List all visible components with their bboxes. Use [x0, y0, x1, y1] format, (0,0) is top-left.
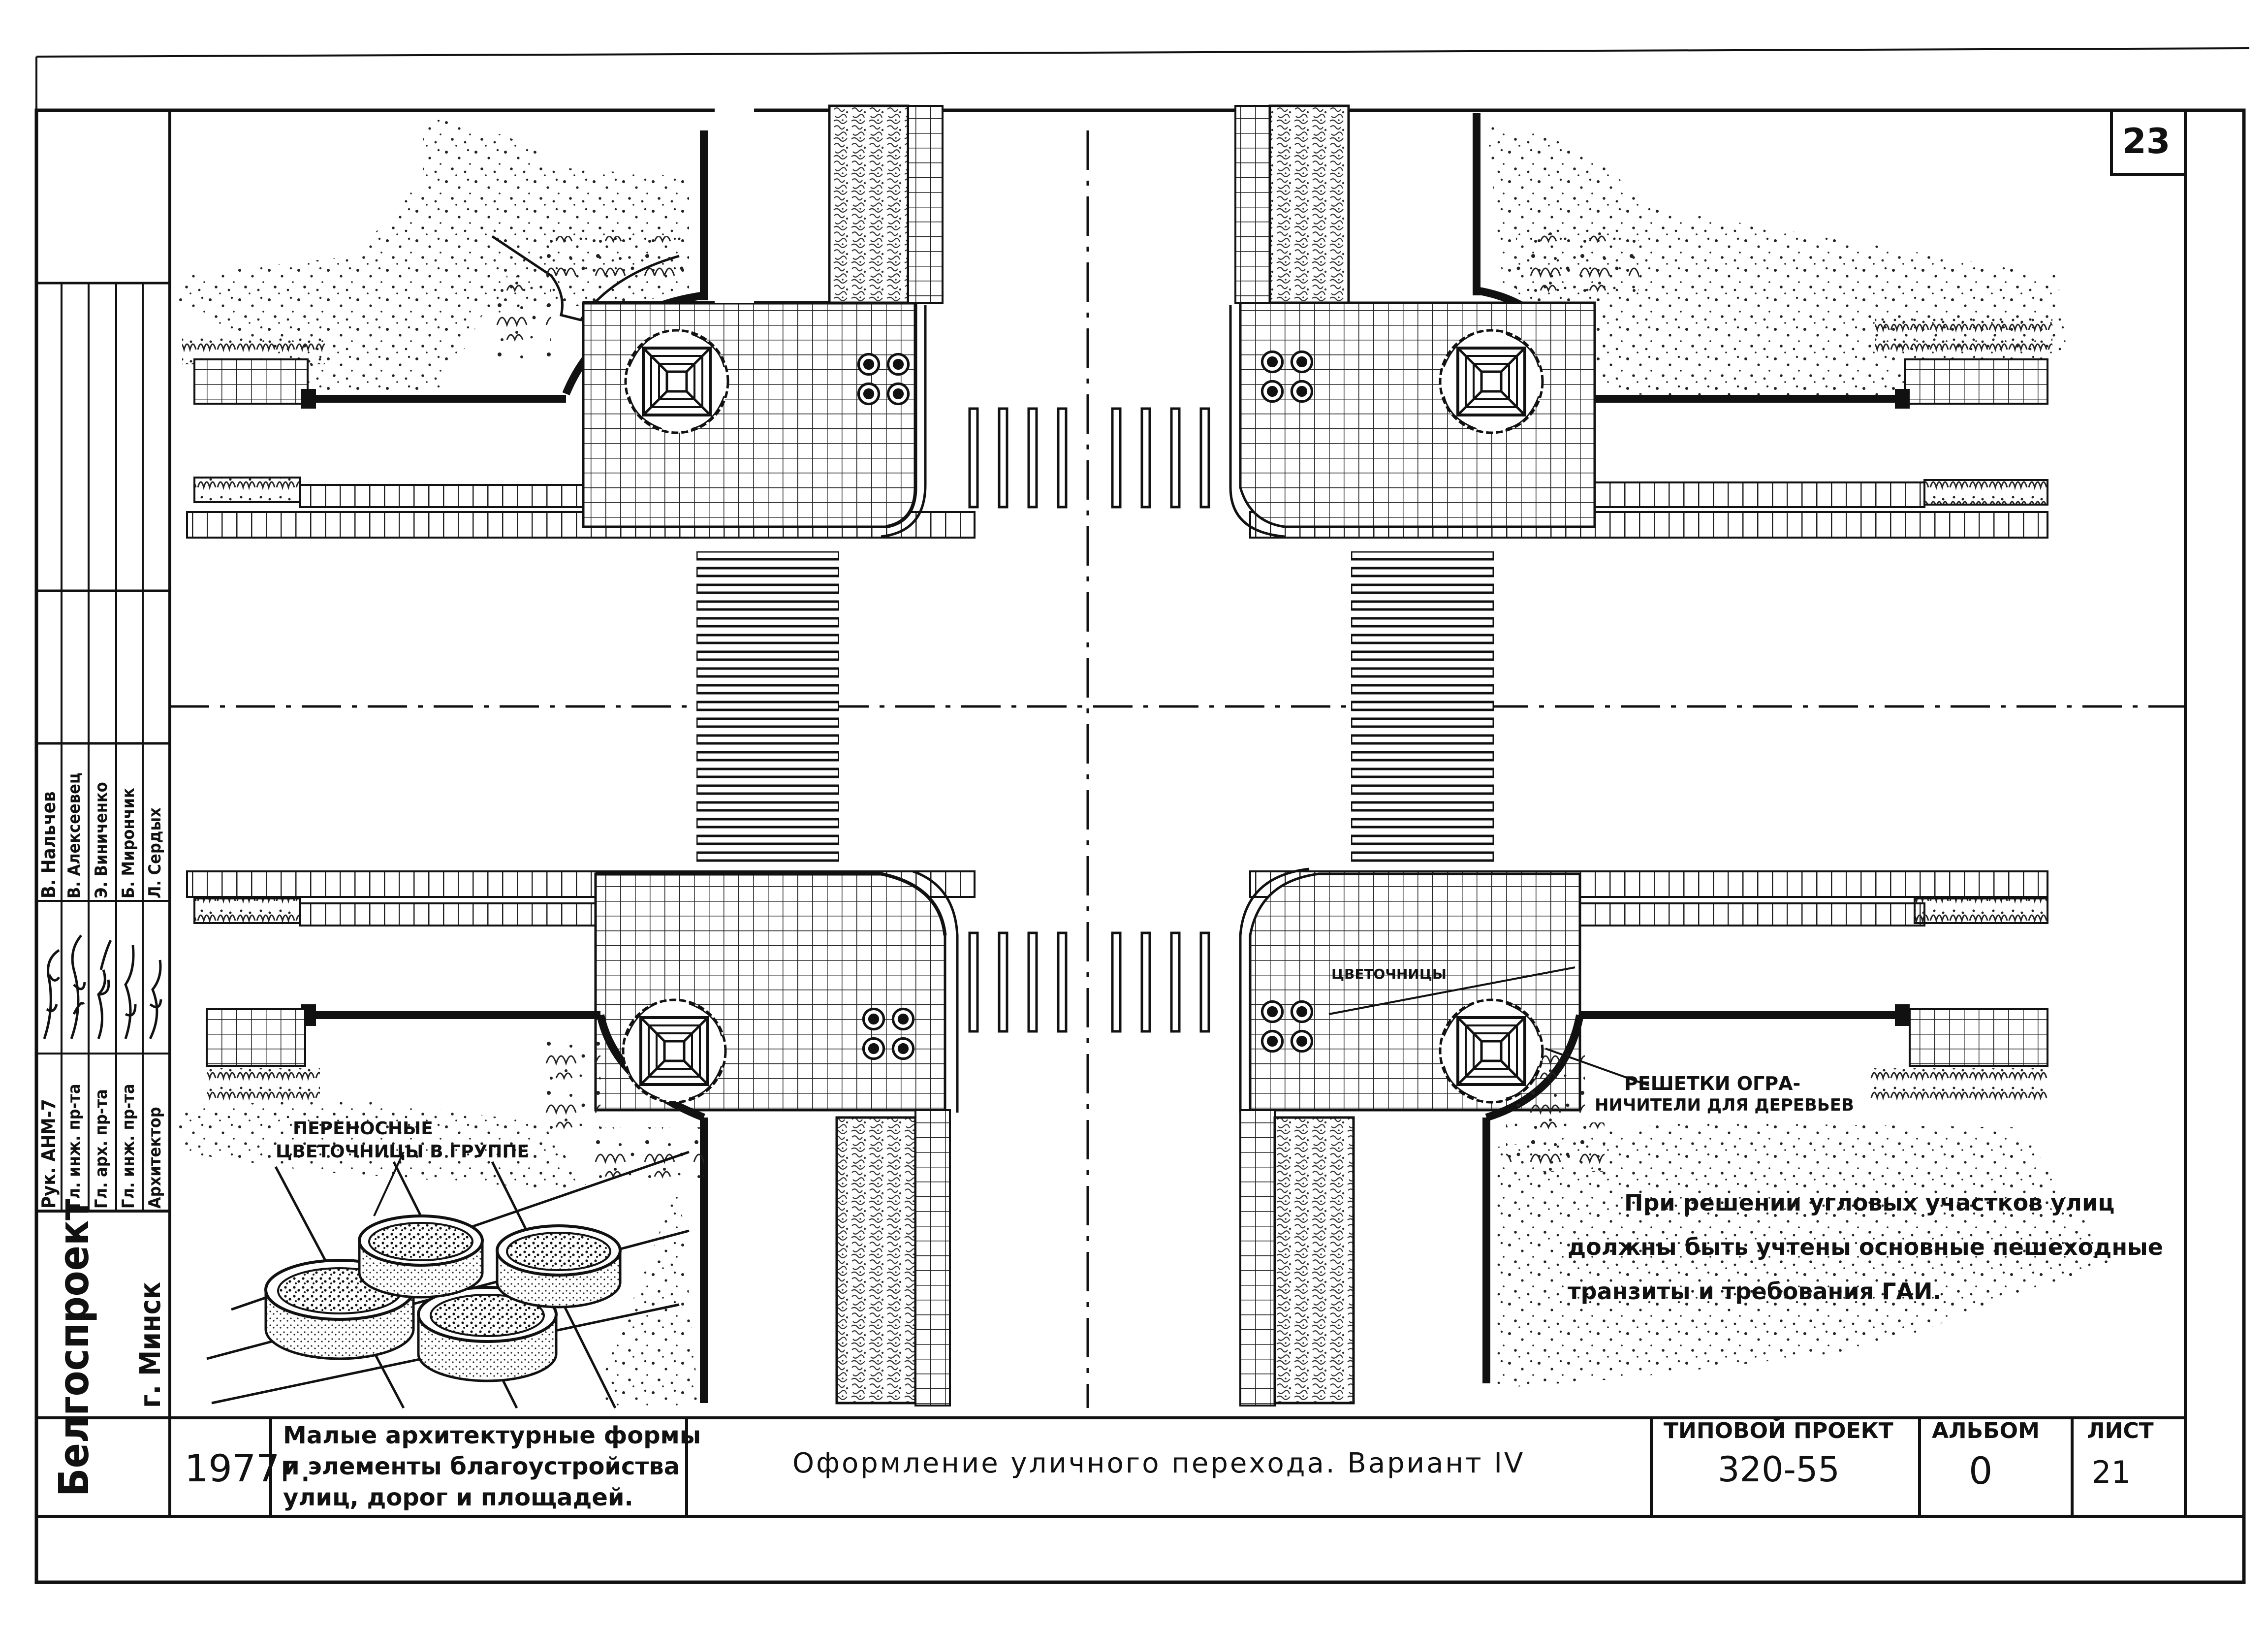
name-5: Л. Сердых	[145, 807, 165, 898]
annotation-leaders	[373, 966, 1649, 1216]
label-flowerpots: цветочницы	[1331, 966, 1447, 982]
series-title-line-3: улиц, дорог и площадей.	[283, 1484, 633, 1511]
zebra-crossing-east	[1351, 551, 1494, 861]
role-2: Гл. инж. пр-та	[64, 1084, 84, 1209]
label-flowerpots-group-1: переносные	[293, 1119, 433, 1139]
sheet-number: 23	[2122, 121, 2171, 161]
album-label: альбом	[1932, 1418, 2040, 1443]
street-plan	[170, 104, 2185, 1409]
organization-name: Белгоспроект	[50, 1198, 98, 1497]
corner-bottom-left	[177, 870, 976, 1408]
role-4: Гл. инж. пр-та	[119, 1084, 138, 1209]
album-value: 0	[1969, 1449, 1993, 1493]
name-3: Э. Виниченко	[92, 782, 111, 898]
zebra-crossing-west	[696, 551, 839, 861]
sheet-frame	[34, 47, 2250, 1584]
year: 1977г.	[185, 1446, 312, 1490]
label-flowerpots-group-2: цветочницы в группе	[276, 1142, 530, 1162]
name-4: Б. Мирончик	[119, 788, 138, 898]
sheet-value: 21	[2092, 1454, 2131, 1490]
note-line-2: должны быть учтены основные пешеходные	[1568, 1234, 2163, 1260]
name-2: В. Алексеевец	[64, 772, 84, 898]
role-5: Архитектор	[145, 1107, 165, 1209]
role-1: Рук. АНМ-7	[38, 1099, 60, 1209]
corner-bottom-right	[1239, 867, 2116, 1406]
sheet-label: лист	[2087, 1418, 2154, 1443]
project-label: типовой проект	[1664, 1418, 1893, 1443]
note-line-1: При решении угловых участков улиц	[1624, 1189, 2115, 1216]
signature-grid	[36, 282, 170, 1213]
name-1: В. Нальчев	[38, 791, 60, 898]
zebra-crossing-south	[968, 931, 1210, 1033]
project-number: 320-55	[1718, 1449, 1840, 1490]
note-line-3: транзиты и требования ГАИ.	[1568, 1278, 1941, 1305]
handwritten-signatures	[43, 934, 162, 1040]
series-title-line-1: Малые архитектурные формы	[283, 1422, 701, 1449]
sheet-title: Оформление уличного перехода. Вариант IV	[792, 1447, 1525, 1479]
sheet-number-box	[2110, 109, 2187, 176]
corner-top-left	[177, 104, 976, 539]
city-name: г. Минск	[133, 1281, 167, 1408]
corner-top-right	[1229, 104, 2067, 539]
label-tree-grates-1: решетки огра-	[1624, 1073, 1801, 1094]
label-tree-grates-2: ничители для деревьев	[1595, 1095, 1854, 1115]
series-title-line-2: и элементы благоустройства	[283, 1453, 680, 1480]
role-3: Гл. арх. пр-та	[92, 1089, 111, 1209]
flowerpot-group-sketch	[206, 1151, 690, 1409]
zebra-crossing-north	[968, 407, 1210, 509]
title-block-grid	[168, 1418, 2074, 1516]
